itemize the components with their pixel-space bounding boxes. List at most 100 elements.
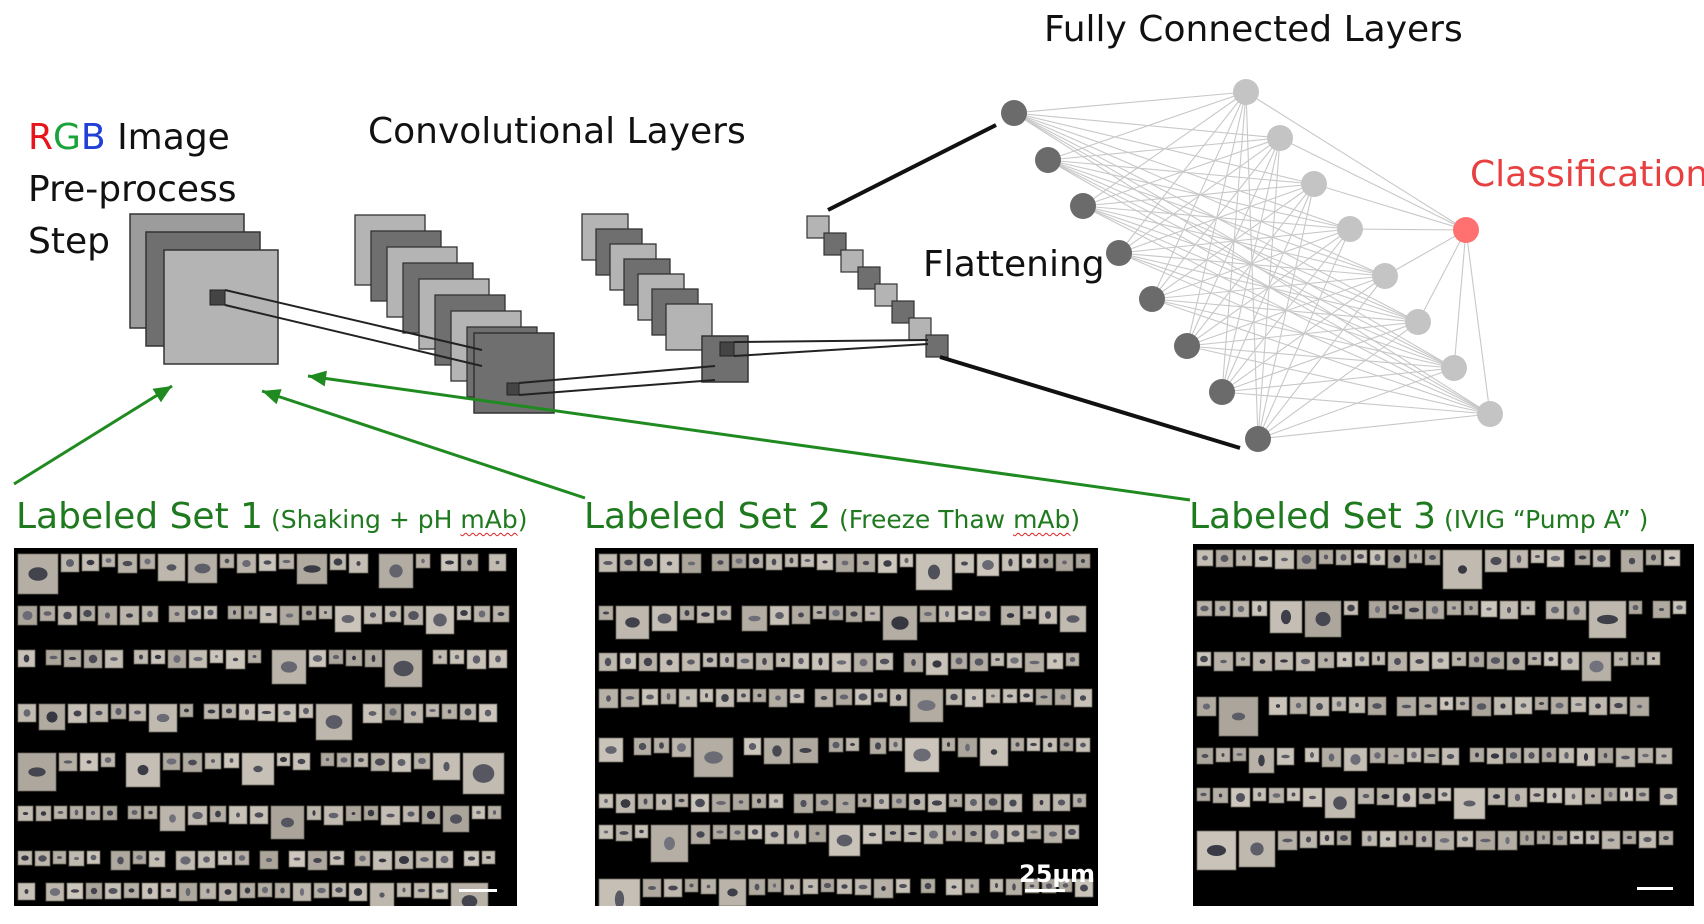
particle [147,610,153,618]
particle [923,611,933,617]
particle [1651,656,1656,661]
particle [299,888,305,896]
particle [332,654,340,660]
particle-thumbnail [425,605,455,635]
particle [1377,655,1380,662]
particle [402,887,406,893]
particle [203,856,210,863]
particle [1259,659,1266,664]
particle [90,887,98,895]
particle [1552,792,1557,799]
training-arrow [261,389,586,500]
fc-edge [1221,91,1247,393]
particle [1509,752,1518,759]
particle [117,856,124,865]
particle [122,560,133,567]
particle [646,694,654,700]
particle [1077,797,1082,804]
particle [666,561,673,566]
particle [952,830,956,836]
particle [889,831,897,835]
particle [359,855,366,862]
flattened-unit [925,334,949,358]
input-neuron [1245,426,1271,452]
particle [1456,657,1462,661]
particle [1258,754,1265,767]
particle [1546,751,1552,759]
particle [961,611,969,615]
particle [687,659,695,665]
hidden-neuron [1405,309,1431,335]
set-2-spellcheck-word: mAb [1013,505,1071,534]
particle [891,616,909,630]
particle [735,558,743,564]
particle [799,748,812,753]
particle-thumbnail [450,882,489,906]
particle [40,811,47,816]
particle [173,655,181,663]
particle [1357,554,1364,559]
particle [407,811,415,817]
fc-edge [1245,91,1259,440]
particle [1280,659,1288,663]
particle [1638,792,1647,797]
particle [312,810,316,816]
projection-line [518,365,716,384]
particle [1010,657,1019,664]
particle [666,693,671,700]
labeled-set-2-title: Labeled Set 2 (Freeze Thaw mAb) [584,499,1080,535]
particle [1219,605,1226,612]
scale-bar [459,889,497,892]
fc-edge [1082,91,1247,207]
fc-edge [1257,413,1491,440]
particle [353,888,363,896]
particle [438,655,442,659]
particle [166,564,177,571]
particle [1057,799,1066,806]
particle [1080,742,1086,748]
particle [283,710,291,716]
particle [638,742,647,751]
particle [678,798,685,803]
fully-connected-nodes [1001,79,1503,452]
particle [752,557,760,565]
particle [899,883,907,889]
particle [1663,835,1669,841]
fc-edge [1417,229,1467,323]
particle [701,612,710,617]
particle [1578,555,1587,560]
particle [86,559,95,566]
set-1-prefix: (Shaking + pH [263,505,461,534]
particle [991,694,995,698]
particle [798,612,804,618]
particle [313,857,322,864]
particle [1618,657,1624,661]
particle [1574,702,1583,707]
particle [440,855,449,864]
particle [447,709,452,714]
particle [1474,752,1480,758]
particle [869,612,876,615]
particle [695,798,705,808]
conv-layers-label: Convolutional Layers [368,111,746,152]
particle [265,612,272,617]
particle [1658,607,1665,612]
fc-edge [1279,137,1467,231]
arrowhead [262,389,282,405]
particle [1429,555,1436,560]
particle [222,855,228,861]
particle [1359,656,1365,662]
particle [1006,613,1015,618]
particle [1531,656,1538,661]
labeled-set-3-title: Labeled Set 3 (IVIG “Pump A” ) [1189,499,1648,535]
particle [495,655,501,663]
input-image-channel [163,249,279,365]
particle [804,559,811,562]
particle [398,855,410,865]
particle [982,559,994,571]
particle-panel-set-2: 25µm [595,548,1098,906]
particle [324,611,327,614]
particle [953,799,958,802]
particle [379,892,385,898]
particle [1392,605,1399,610]
